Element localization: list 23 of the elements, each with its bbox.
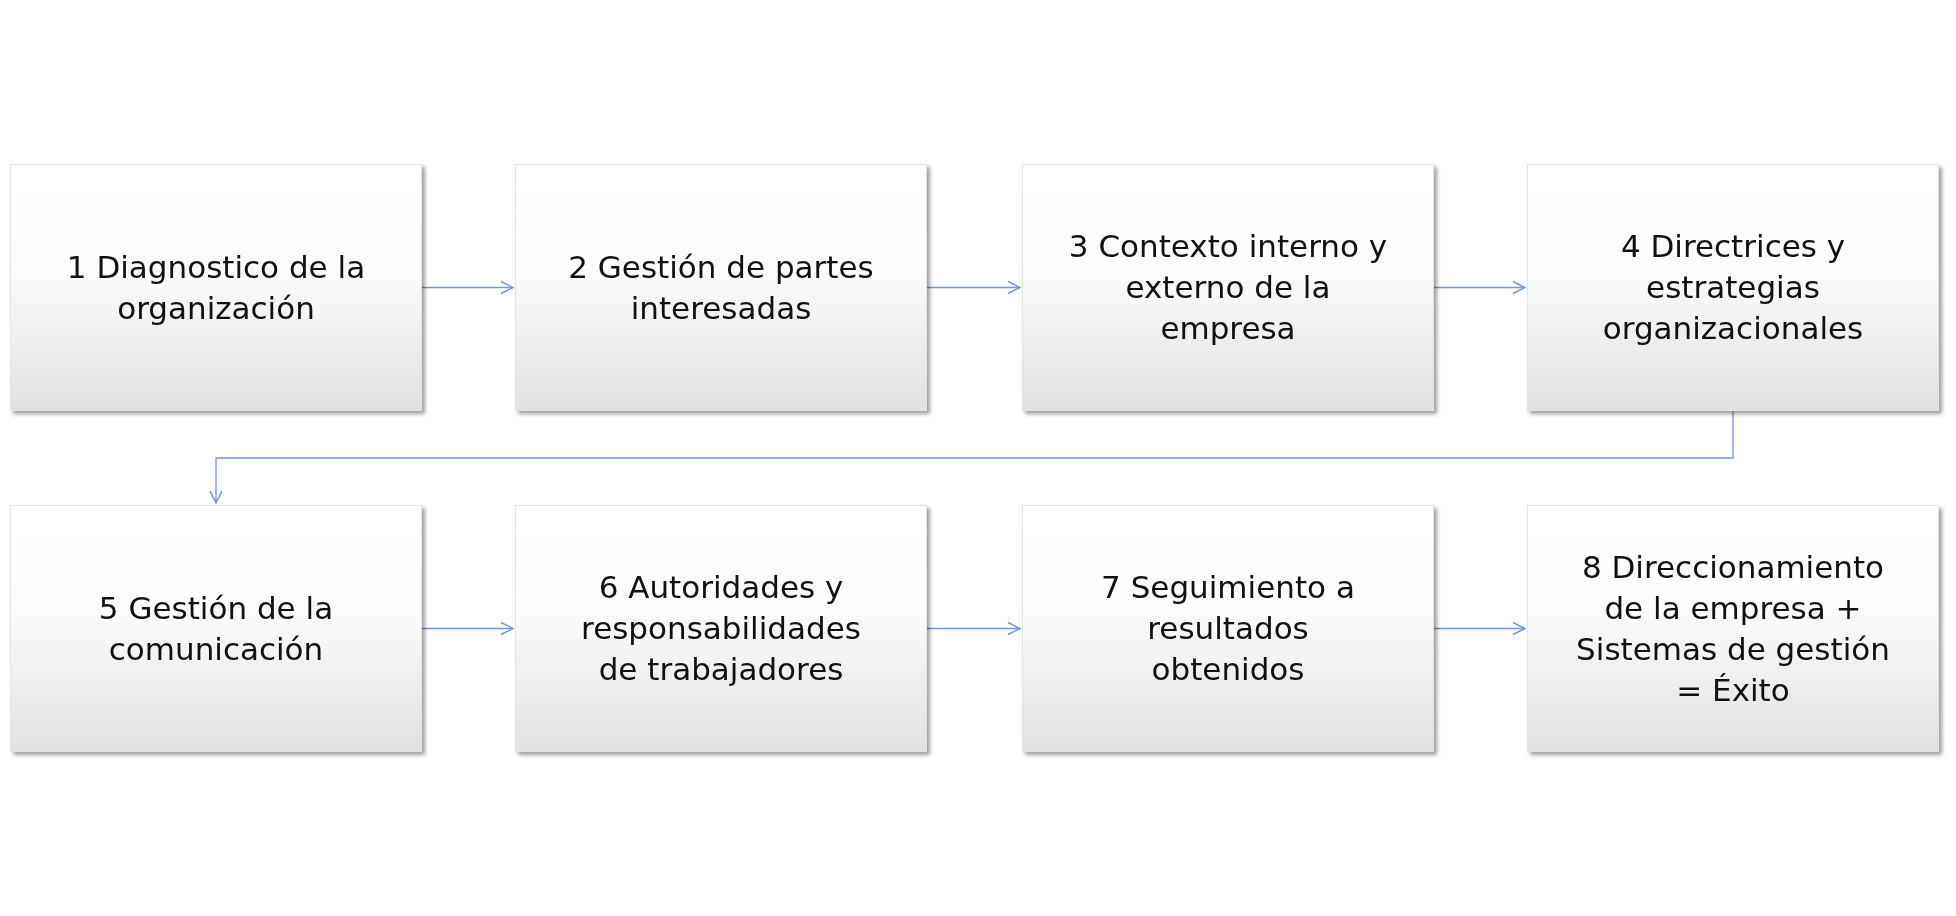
step-label: 7 Seguimiento a resultados obtenidos — [1100, 568, 1356, 689]
process-box — [1022, 164, 1434, 411]
step-label: 2 Gestión de partes interesadas — [567, 247, 875, 328]
process-box — [515, 164, 927, 411]
arrow — [1433, 280, 1526, 295]
step-label: 1 Diagnostico de la organización — [65, 247, 367, 328]
arrow — [421, 280, 514, 295]
process-box — [10, 164, 422, 411]
step-label: 5 Gestión de la comunicación — [97, 588, 335, 669]
process-box — [515, 505, 927, 752]
process-box — [1022, 505, 1434, 752]
step-label: 3 Contexto interno y externo de la empresa — [1067, 227, 1389, 348]
arrow — [421, 621, 514, 636]
arrow — [926, 621, 1021, 636]
arrow — [1433, 621, 1526, 636]
step-label: 8 Direccionamiento de la empresa + Sistemas de gestión = Éxito — [1575, 547, 1891, 710]
arrow — [926, 280, 1021, 295]
step-label: 6 Autoridades y responsabilidades de trabajadores — [580, 568, 862, 689]
step-label: 4 Directrices y estrategias organizacionales — [1601, 227, 1865, 348]
arrow — [209, 410, 1734, 504]
process-box — [1527, 505, 1939, 752]
process-box — [10, 505, 422, 752]
process-box — [1527, 164, 1939, 411]
